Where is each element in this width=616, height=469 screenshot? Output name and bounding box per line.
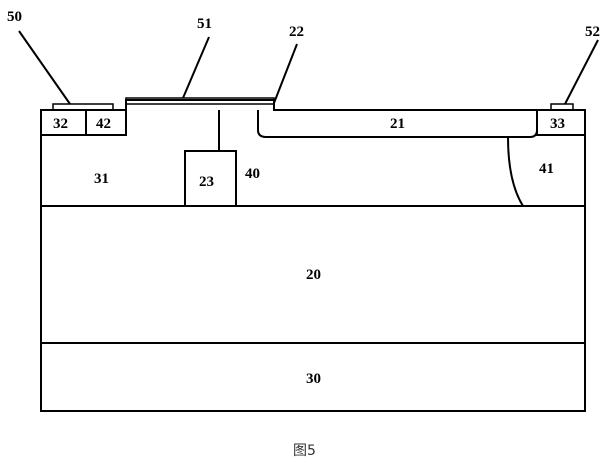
label-23: 23 — [199, 174, 214, 190]
label-30: 30 — [306, 371, 321, 387]
label-50: 50 — [7, 9, 22, 25]
leader-50 — [18, 30, 71, 105]
label-33: 33 — [550, 116, 565, 132]
region-41-boundary — [507, 136, 524, 207]
label-41: 41 — [539, 161, 554, 177]
figure-caption: 图5 — [293, 443, 316, 459]
leader-51 — [182, 36, 210, 99]
label-32: 32 — [53, 116, 68, 132]
label-42: 42 — [96, 116, 111, 132]
leader-52 — [564, 39, 599, 105]
layer-31-outline — [40, 99, 586, 206]
label-40: 40 — [245, 166, 260, 182]
leader-22 — [273, 43, 298, 104]
contact-50 — [52, 103, 114, 111]
label-21: 21 — [390, 116, 405, 132]
region-23 — [184, 150, 237, 207]
label-31: 31 — [94, 171, 109, 187]
contact-52 — [550, 103, 574, 111]
label-22: 22 — [289, 24, 304, 40]
label-52: 52 — [585, 24, 600, 40]
label-51: 51 — [197, 16, 212, 32]
layer-20 — [40, 205, 586, 344]
label-20: 20 — [306, 267, 321, 283]
